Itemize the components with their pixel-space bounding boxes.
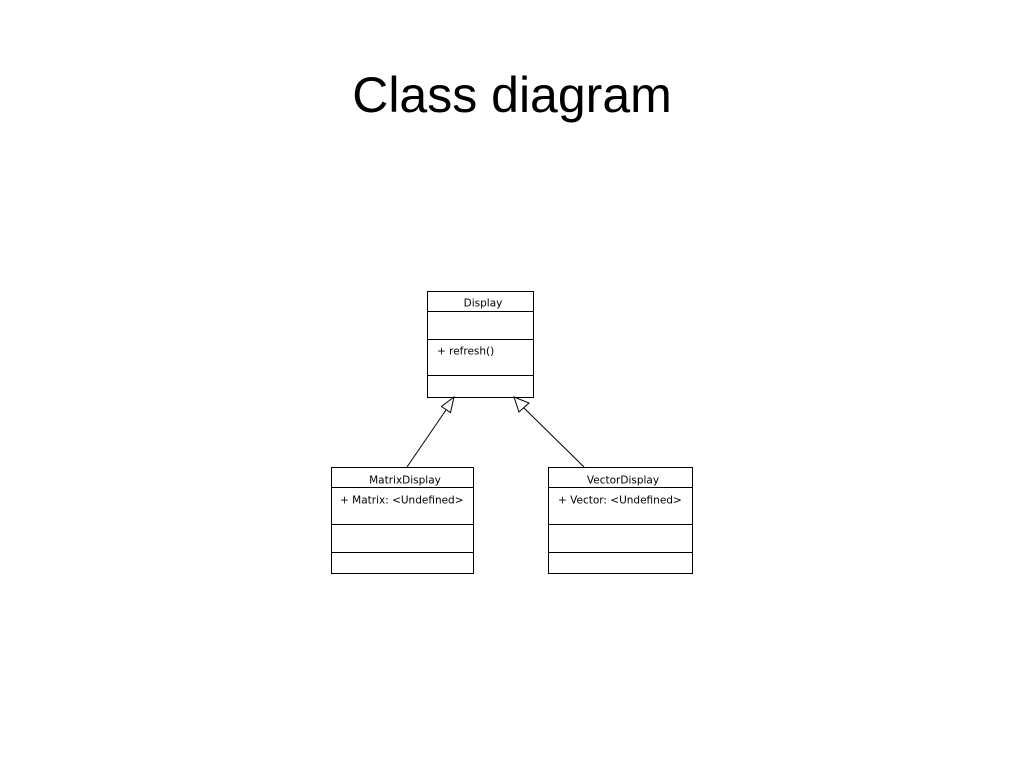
generalization-vector-display-line xyxy=(523,407,585,468)
generalization-vector-display-arrowhead xyxy=(513,396,530,413)
class-matrix-display-name: MatrixDisplay xyxy=(369,475,441,487)
class-display[interactable]: Display + refresh() xyxy=(427,291,534,398)
generalization-matrix-display-arrowhead xyxy=(440,395,455,414)
class-matrix-display[interactable]: MatrixDisplay + Matrix: <Undefined> xyxy=(331,467,474,574)
class-vector-display[interactable]: VectorDisplay + Vector: <Undefined> xyxy=(548,467,693,574)
class-matrix-display-attribute: + Matrix: <Undefined> xyxy=(340,495,464,507)
class-display-operation: + refresh() xyxy=(437,346,494,358)
slide-title: Class diagram xyxy=(352,67,672,123)
class-display-box xyxy=(427,291,534,398)
class-matrix-display-box xyxy=(331,467,474,574)
class-vector-display-attribute: + Vector: <Undefined> xyxy=(558,495,682,507)
generalization-matrix-display[interactable] xyxy=(406,395,455,468)
generalization-matrix-display-line xyxy=(406,409,447,468)
class-vector-display-box xyxy=(548,467,693,574)
generalization-vector-display[interactable] xyxy=(513,396,585,468)
class-display-name: Display xyxy=(464,298,503,310)
class-vector-display-name: VectorDisplay xyxy=(587,475,659,487)
